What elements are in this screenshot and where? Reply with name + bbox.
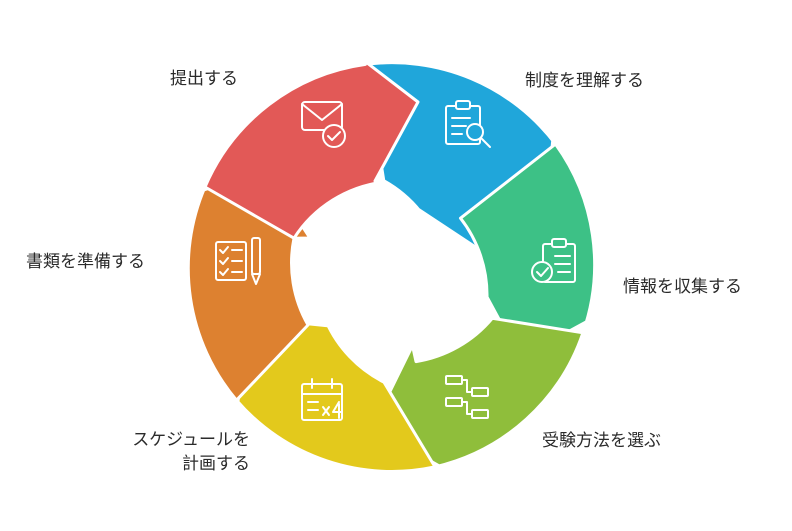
mail-check-icon (301, 101, 346, 148)
clipboard-check-icon (531, 238, 576, 283)
label-prepare-text: 書類を準備する (26, 252, 145, 272)
label-collect-text: 情報を収集する (623, 277, 742, 297)
flowchart-icon (445, 375, 489, 419)
label-choose-text: 受験方法を選ぶ (542, 431, 661, 451)
label-choose: 受験方法を選ぶ (542, 429, 661, 453)
label-prepare: 書類を準備する (26, 250, 145, 274)
label-submit: 提出する (170, 67, 238, 91)
clipboard-search-icon (445, 100, 491, 148)
label-collect: 情報を収集する (623, 275, 742, 299)
label-submit-text: 提出する (170, 69, 238, 89)
label-understand: 制度を理解する (525, 69, 644, 93)
label-schedule: スケジュールを 計画する (132, 428, 250, 476)
segment-submit (203, 44, 420, 240)
label-schedule-line1: スケジュールを (132, 430, 250, 450)
label-understand-text: 制度を理解する (525, 71, 644, 91)
calendar-x4-icon (301, 378, 343, 421)
label-schedule-line2: 計画する (182, 454, 250, 474)
checklist-pen-icon (215, 237, 261, 285)
